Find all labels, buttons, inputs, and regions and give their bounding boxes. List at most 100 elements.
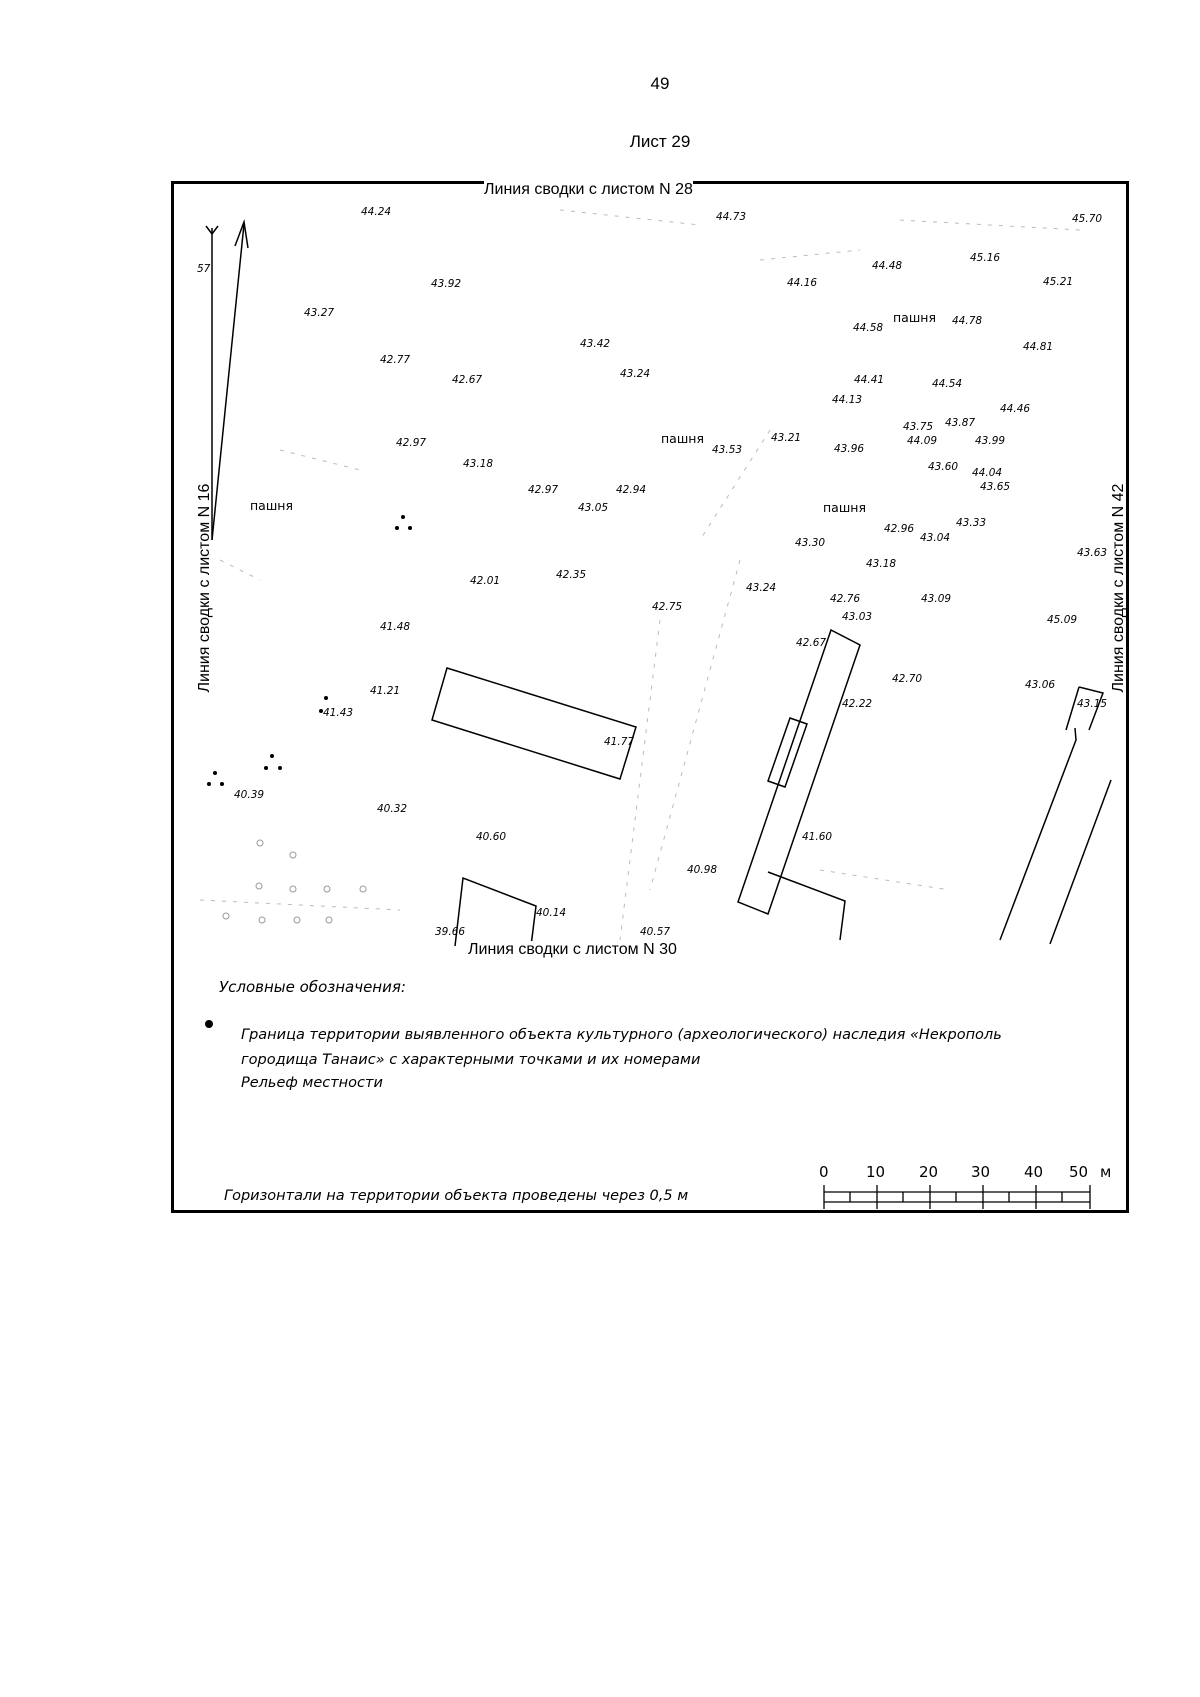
elevation-label: 43.65	[980, 481, 1010, 493]
elevation-label: 44.46	[1000, 403, 1030, 415]
scale-tick-label: 50	[1069, 1163, 1088, 1181]
elevation-label: 42.94	[616, 484, 646, 496]
elevation-label: 42.96	[884, 523, 914, 535]
boundary-point-icon	[205, 1020, 213, 1028]
elevation-label: 44.54	[932, 378, 962, 390]
scale-labels: 0 10 20 30 40 50 м	[819, 1163, 1111, 1181]
land-use-labels: пашня пашня пашня пашня	[250, 310, 936, 515]
elevation-label: 43.33	[956, 517, 986, 529]
buildings	[431, 628, 1112, 947]
elevation-label: 43.99	[975, 435, 1005, 447]
scale-unit: м	[1100, 1163, 1111, 1181]
elevation-label: 43.60	[928, 461, 958, 473]
elevation-label: 43.09	[921, 593, 951, 605]
elevation-label: 41.21	[370, 685, 400, 697]
elevation-label: 44.78	[952, 315, 982, 327]
scale-tick-label: 10	[866, 1163, 885, 1181]
elevation-label: 43.24	[746, 582, 776, 594]
elevation-label: 43.42	[580, 338, 610, 350]
elevation-label: 43.27	[304, 307, 334, 319]
sheet-title: Лист 29	[629, 132, 691, 151]
scale-tick-label: 0	[819, 1163, 829, 1181]
elevation-label: 40.32	[377, 803, 407, 815]
elevation-label: 43.63	[1077, 547, 1107, 559]
elevation-label: 43.06	[1025, 679, 1055, 691]
elevation-label: 43.87	[945, 417, 975, 429]
elevation-label: 42.75	[652, 601, 682, 613]
elevation-label: 42.01	[470, 575, 500, 587]
elevation-label: 43.75	[903, 421, 933, 433]
scale-tick-label: 40	[1024, 1163, 1043, 1181]
elevation-label: 45.16	[970, 252, 1000, 264]
land-use-label: пашня	[893, 310, 936, 325]
elevation-label: 44.48	[872, 260, 902, 272]
field-lines	[199, 209, 1081, 941]
elevation-label: 45.70	[1072, 213, 1102, 225]
elevation-label: 42.35	[556, 569, 586, 581]
elevation-label: 39.66	[435, 926, 465, 938]
building-south-wall	[767, 871, 846, 941]
elevation-label: 42.77	[380, 354, 410, 366]
land-use-label: пашня	[823, 500, 866, 515]
elevation-label: 43.18	[463, 458, 493, 470]
land-use-label: пашня	[250, 498, 293, 513]
elevation-label: 42.97	[396, 437, 426, 449]
scale-bar	[823, 1185, 1091, 1209]
elevation-label: 43.24	[620, 368, 650, 380]
contour-interval-note: Горизонтали на территории объекта провед…	[224, 1188, 689, 1204]
elevation-label: 43.18	[866, 558, 896, 570]
elevation-label: 44.41	[854, 374, 884, 386]
elevation-label: 41.60	[802, 831, 832, 843]
elevation-label: 42.70	[892, 673, 922, 685]
elevation-label: 43.04	[920, 532, 950, 544]
elevation-label: 42.22	[842, 698, 872, 710]
elevation-label: 43.53	[712, 444, 742, 456]
elevation-label: 45.21	[1043, 276, 1073, 288]
elevation-label: 43.30	[795, 537, 825, 549]
elevation-label: 43.92	[431, 278, 461, 290]
north-marker-label: 57	[197, 263, 211, 275]
page-number: 49	[650, 74, 670, 93]
elevation-label: 40.98	[687, 864, 717, 876]
elevation-label: 41.77	[604, 736, 634, 748]
elevation-label: 44.04	[972, 467, 1002, 479]
relief-markers	[222, 839, 367, 924]
boundary-points	[207, 515, 412, 786]
north-arrow: 57	[197, 219, 249, 541]
edge-label-top: Линия сводки с листом N 28	[484, 181, 693, 199]
building-notch	[1078, 686, 1104, 731]
legend-boundary-text: Граница территории выявленного объекта к…	[241, 1027, 1002, 1068]
elevation-label: 44.58	[853, 322, 883, 334]
elevation-label: 43.03	[842, 611, 872, 623]
elevation-label: 43.15	[1077, 698, 1107, 710]
elevation-label: 40.57	[640, 926, 670, 938]
elevation-label: 44.13	[832, 394, 862, 406]
elevation-label: 40.14	[536, 907, 566, 919]
elevation-label: 42.97	[528, 484, 558, 496]
elevation-label: 40.39	[234, 789, 264, 801]
land-use-label: пашня	[661, 431, 704, 446]
scale-tick-label: 30	[971, 1163, 990, 1181]
building-annex	[767, 717, 808, 788]
elevation-label: 40.60	[476, 831, 506, 843]
elevation-label: 43.96	[834, 443, 864, 455]
elevation-label: 41.48	[380, 621, 410, 633]
building-south	[454, 876, 537, 947]
building-far-east	[1049, 779, 1112, 945]
elevation-label: 43.21	[771, 432, 801, 444]
building-rect-west	[431, 667, 637, 780]
elevation-labels: 44.24 44.73 45.70 45.16 44.48 44.16 45.2…	[234, 206, 1107, 938]
elevation-label: 44.09	[907, 435, 937, 447]
elevation-label: 44.73	[716, 211, 746, 223]
edge-label-right: Линия сводки с листом N 42	[1110, 483, 1127, 693]
elevation-label: 42.67	[452, 374, 482, 386]
edge-label-left: Линия сводки с листом N 16	[196, 483, 213, 693]
elevation-label: 45.09	[1047, 614, 1077, 626]
elevation-label: 42.76	[830, 593, 860, 605]
elevation-label: 41.43	[323, 707, 353, 719]
building-east-edge	[999, 727, 1077, 941]
elevation-label: 44.16	[787, 277, 817, 289]
elevation-label: 44.81	[1023, 341, 1053, 353]
legend-heading: Условные обозначения:	[219, 978, 406, 996]
